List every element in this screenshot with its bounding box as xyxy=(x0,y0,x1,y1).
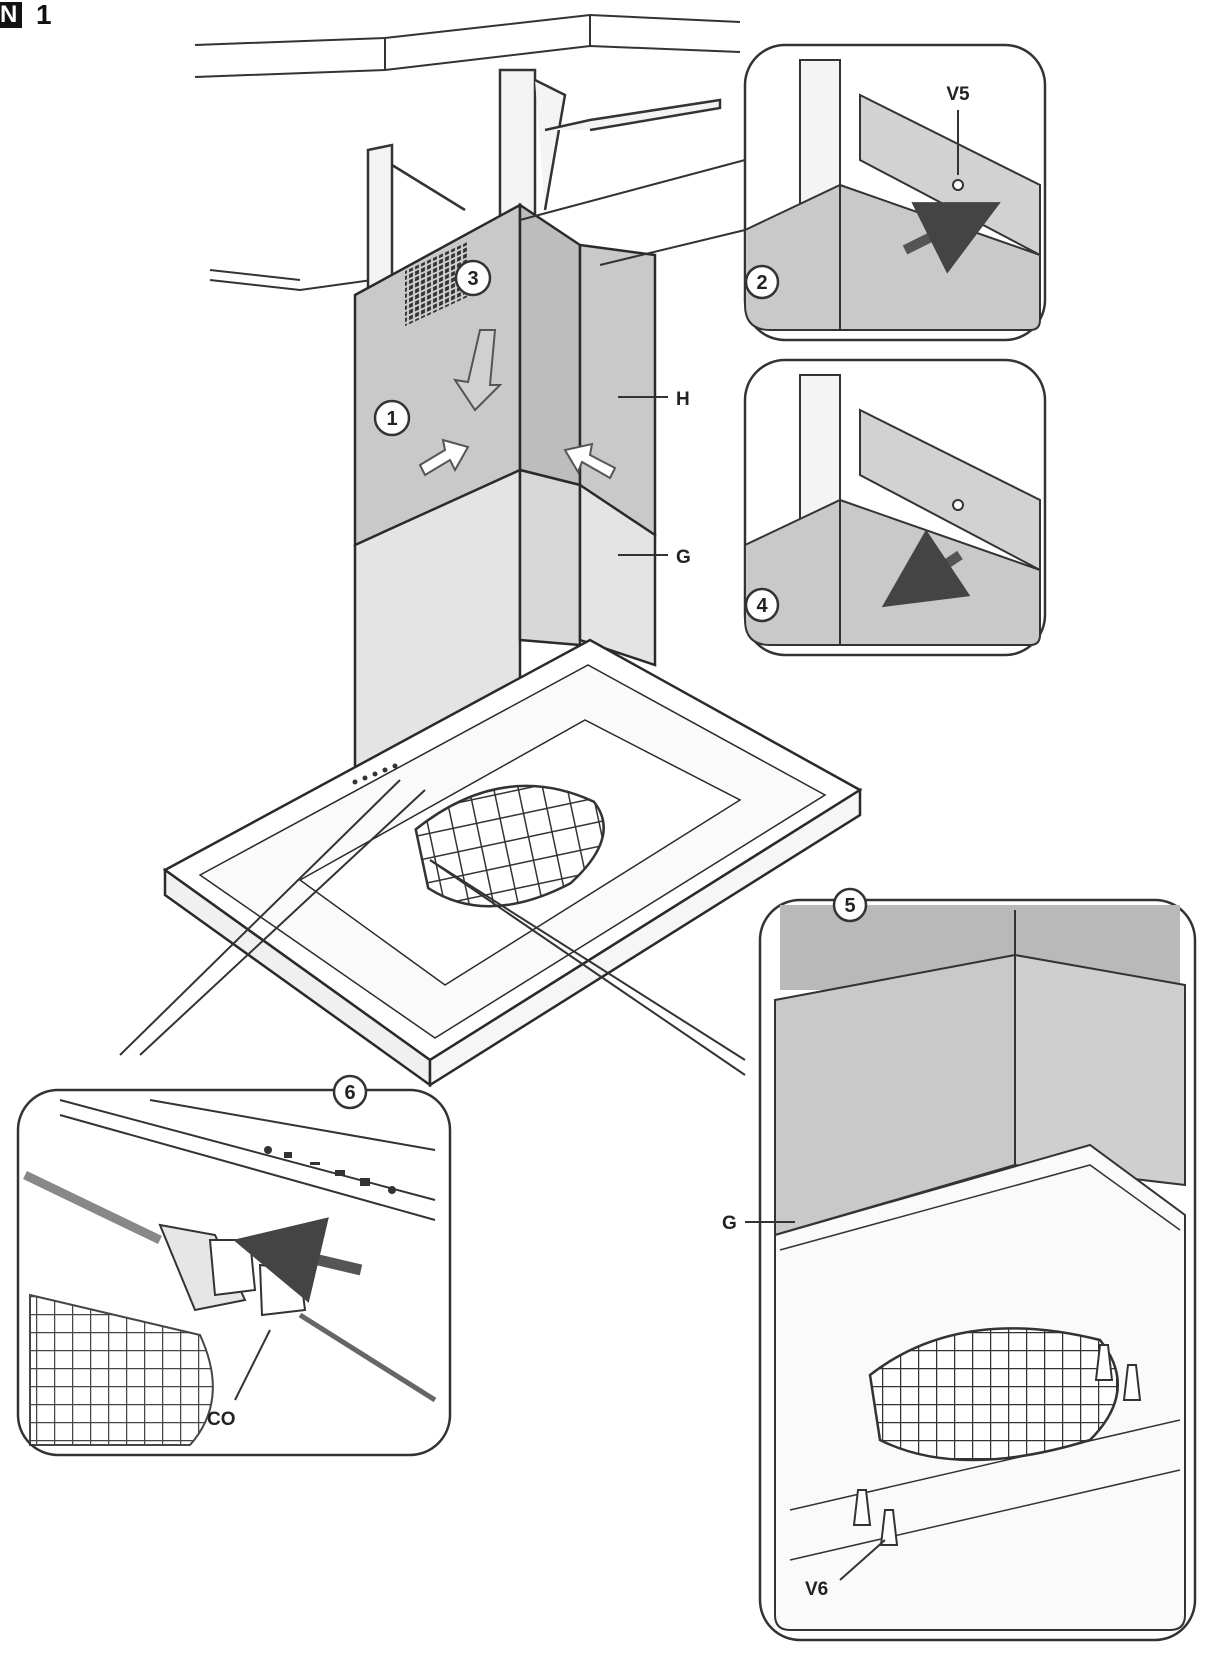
figure-number: 1 xyxy=(36,0,52,30)
detail-step-5: V6 G 5 xyxy=(722,887,1197,1642)
step-1-marker: 1 xyxy=(373,399,411,437)
label-V6: V6 xyxy=(805,1579,828,1600)
label-CO: CO xyxy=(207,1409,236,1430)
step-4-label: 4 xyxy=(756,595,768,617)
label-G-main: G xyxy=(676,547,691,568)
upper-chimney-H xyxy=(353,202,657,547)
step-3-label: 3 xyxy=(467,268,478,290)
label-H: H xyxy=(676,389,690,410)
step-1-label: 1 xyxy=(386,408,397,430)
step-2-label: 2 xyxy=(756,272,767,294)
detail-step-6: CO 6 xyxy=(16,1074,452,1457)
slide-arrows xyxy=(418,329,617,480)
label-G-detail: G xyxy=(722,1213,737,1234)
label-V5: V5 xyxy=(946,84,970,105)
callout-lines xyxy=(119,159,746,1076)
step-3-marker: 3 xyxy=(454,259,492,297)
support-frame xyxy=(366,68,722,294)
screws-V6 xyxy=(852,1344,1142,1546)
detail-step-2: V5 2 xyxy=(743,43,1047,342)
grease-filter-main xyxy=(414,784,605,908)
detail-step-4: 4 xyxy=(743,358,1047,657)
control-panel-detail xyxy=(264,1146,396,1194)
control-panel-main xyxy=(352,763,398,785)
main-hood-assembly: 3 1 H G xyxy=(119,13,863,1088)
step-6-label: 6 xyxy=(344,1082,355,1104)
step-5-label: 5 xyxy=(844,895,855,917)
language-badge: N xyxy=(0,2,22,28)
